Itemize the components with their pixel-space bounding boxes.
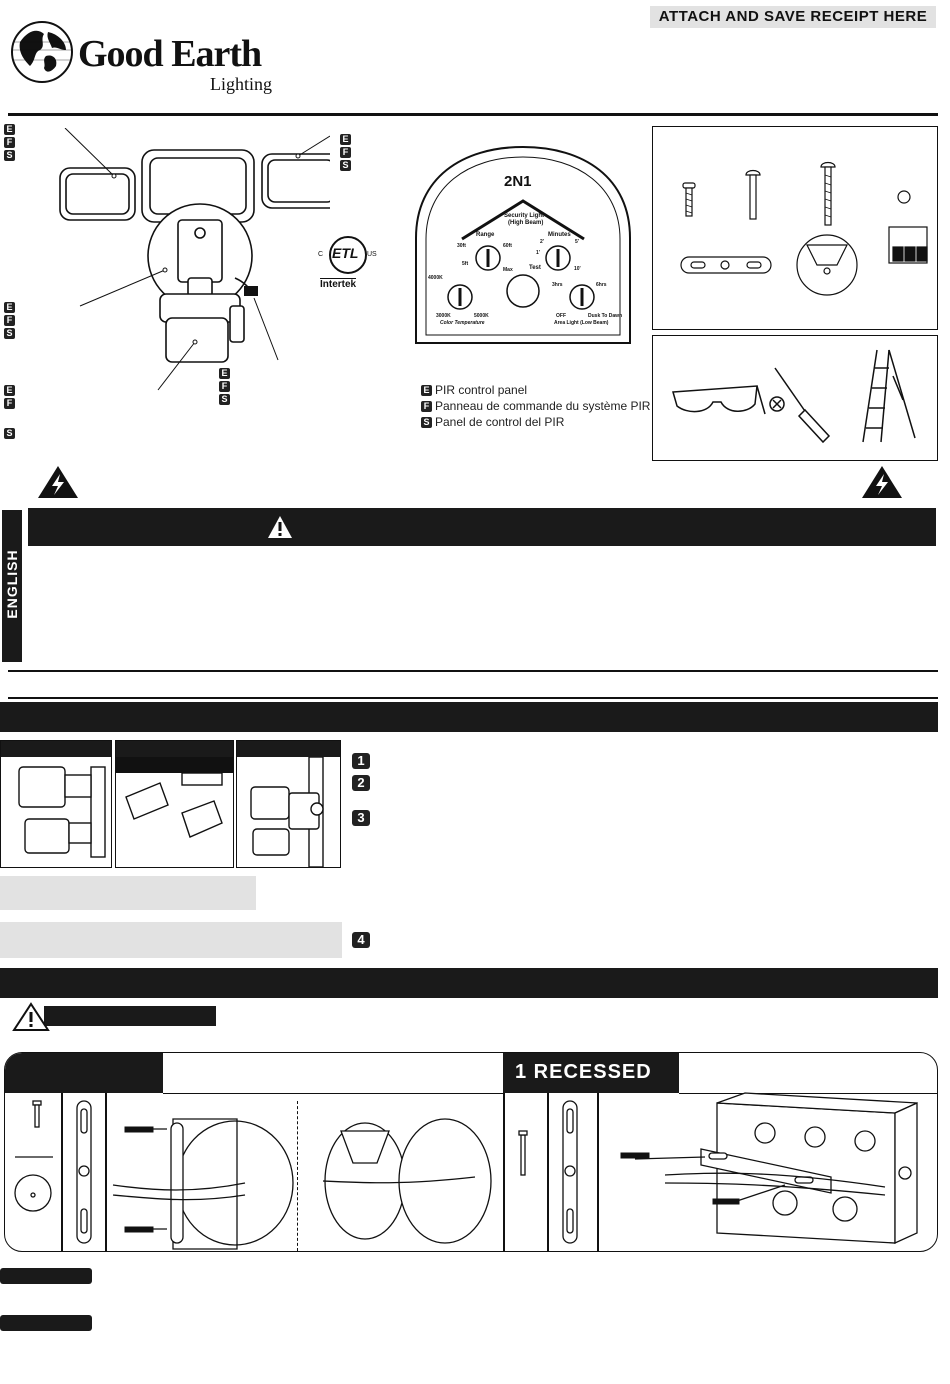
thumbnail-wall-mount bbox=[0, 740, 112, 868]
lang-badges-lamp-right: E F S bbox=[340, 134, 352, 173]
high-voltage-icon bbox=[38, 466, 78, 498]
safety-glasses-icon bbox=[672, 385, 766, 415]
pir-model: 2N1 bbox=[504, 173, 532, 190]
globe-logo-icon bbox=[11, 21, 73, 83]
mounting-installation-drawings bbox=[14, 1092, 918, 1250]
note-box-2 bbox=[0, 922, 342, 958]
thumbnail-post-mount bbox=[236, 740, 341, 868]
warning-triangle-icon bbox=[268, 516, 292, 538]
bottom-label-2 bbox=[0, 1315, 92, 1331]
ladder-icon bbox=[862, 349, 916, 443]
brand-logo: Good Earth Lighting bbox=[10, 18, 300, 98]
lang-badges-housing: E F S bbox=[4, 302, 16, 341]
header-rule bbox=[8, 113, 938, 116]
step-1-number: 1 bbox=[352, 753, 370, 769]
brand-sub: Lighting bbox=[210, 74, 272, 94]
lang-badges-wire: E F S bbox=[219, 368, 231, 407]
warning-bar bbox=[28, 508, 936, 546]
pir-control-panel-diagram: 2N1 Security Light (High Beam) Range 30f… bbox=[412, 143, 634, 348]
etl-mark-icon bbox=[329, 236, 367, 274]
recessed-option-label: 1 RECESSED bbox=[503, 1053, 679, 1093]
section-rule-2 bbox=[8, 697, 938, 699]
bottom-label-1 bbox=[0, 1268, 92, 1284]
receipt-banner: ATTACH AND SAVE RECEIPT HERE bbox=[650, 6, 936, 28]
mounting-options-panel: 1 RECESSED bbox=[4, 1052, 938, 1252]
lang-badges-sensor-s: S bbox=[4, 428, 16, 441]
step-4-number: 4 bbox=[352, 932, 370, 948]
hardware-parts-drawing bbox=[680, 161, 928, 296]
hardware-kit-box bbox=[652, 126, 938, 330]
screwdriver-icon bbox=[769, 367, 831, 444]
tools-needed-box bbox=[652, 335, 938, 461]
thumbnail-eave-mount bbox=[115, 740, 234, 868]
section-rule-1 bbox=[8, 670, 938, 672]
section-bar-installation bbox=[0, 968, 938, 998]
etl-certification-mark: ETL C US Intertek bbox=[318, 235, 378, 295]
caution-label bbox=[12, 1002, 216, 1031]
lang-badges-lamp-left: E F S bbox=[4, 124, 16, 163]
lang-badges-sensor: E F bbox=[4, 385, 16, 411]
note-box-1 bbox=[0, 876, 256, 910]
brand-name: Good Earth bbox=[78, 33, 262, 75]
language-tab-english: ENGLISH bbox=[2, 510, 22, 662]
high-voltage-icon bbox=[862, 466, 902, 498]
security-light-fixture-drawing bbox=[59, 128, 330, 391]
warning-triangle-icon bbox=[12, 1002, 50, 1031]
step-2-number: 2 bbox=[352, 775, 370, 791]
section-bar-preparation bbox=[0, 702, 938, 732]
step-3-number: 3 bbox=[352, 810, 370, 826]
fixture-diagram: E F S E F S E F S E F S E F S bbox=[0, 120, 400, 450]
